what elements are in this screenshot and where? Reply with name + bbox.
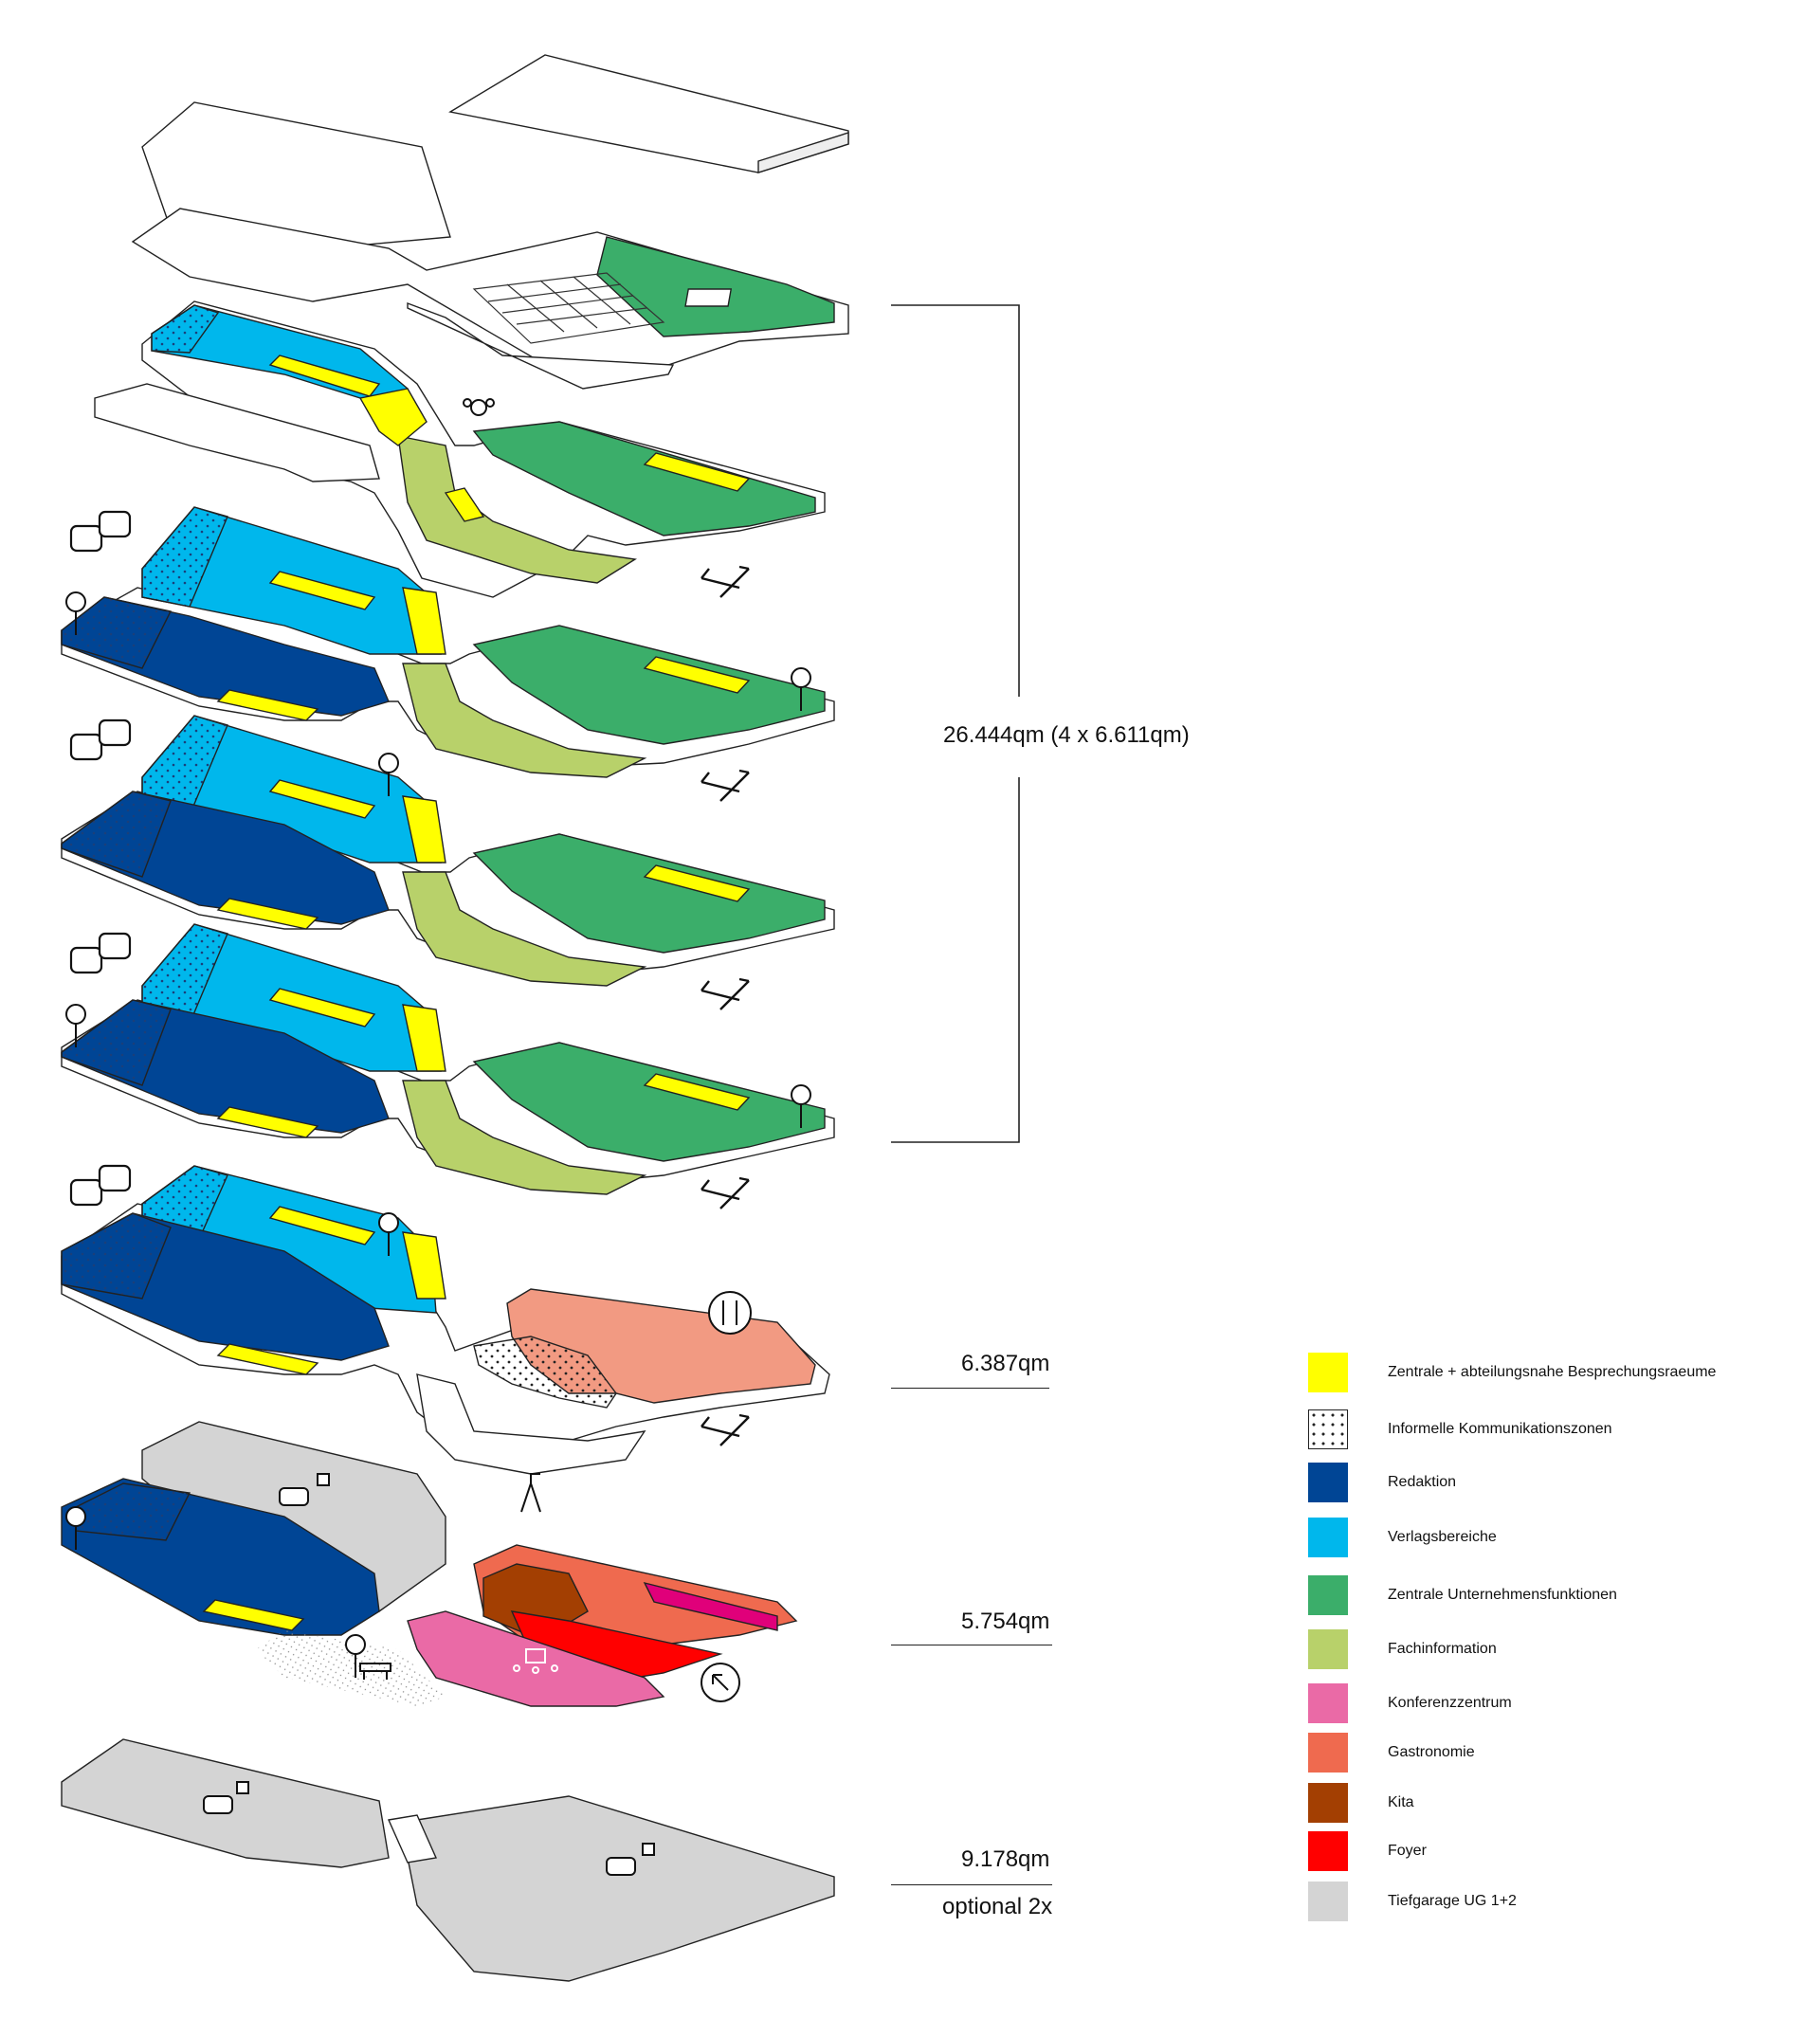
meeting-people-icon <box>463 398 495 416</box>
legend-item-foyer: Foyer <box>1308 1831 1801 1873</box>
legend-item-zentral: Zentrale Unternehmensfunktionen <box>1308 1575 1801 1617</box>
legend-label: Redaktion <box>1388 1474 1457 1490</box>
speech-bubbles-icon <box>69 510 132 1207</box>
legend-label: Konferenzzentrum <box>1388 1695 1512 1711</box>
legend-swatch <box>1308 1353 1348 1392</box>
legend-label: Informelle Kommunikationszonen <box>1388 1421 1612 1437</box>
legend-swatch <box>1308 1575 1348 1615</box>
car-parking-icon <box>203 1473 655 1876</box>
legend-swatch <box>1308 1463 1348 1502</box>
conference-icon <box>513 1648 558 1674</box>
floor-2 <box>61 715 835 987</box>
circulation-arrows-icon <box>701 565 750 1446</box>
bench-icon <box>359 1663 391 1680</box>
area-basement-1: 5.754qm <box>961 1609 1050 1634</box>
legend-swatch <box>1308 1882 1348 1921</box>
upper-floors-bracket <box>891 304 1020 1143</box>
legend-swatch <box>1308 1683 1348 1723</box>
legend-swatch <box>1308 1409 1348 1449</box>
legend-swatch <box>1308 1629 1348 1669</box>
roof-garden <box>596 236 835 337</box>
tree-icon <box>65 591 811 1678</box>
area-upper-floors: 26.444qm (4 x 6.611qm) <box>943 722 1190 748</box>
legend-item-informal: Informelle Kommunikationszonen <box>1308 1409 1801 1451</box>
legend-label: Tiefgarage UG 1+2 <box>1388 1893 1517 1909</box>
rule-ground <box>891 1388 1049 1389</box>
area-basement-2-note: optional 2x <box>942 1894 1053 1919</box>
ground-floor <box>61 1165 830 1475</box>
rule-ug2 <box>891 1884 1052 1885</box>
floor-4 <box>94 300 826 598</box>
legend-label: Foyer <box>1388 1843 1427 1859</box>
legend-swatch <box>1308 1518 1348 1557</box>
floor-3 <box>61 506 835 778</box>
legend-label: Kita <box>1388 1794 1414 1810</box>
area-basement-2: 9.178qm <box>961 1846 1050 1872</box>
basement-2 <box>61 1738 835 1982</box>
legend-label: Zentrale Unternehmensfunktionen <box>1388 1587 1617 1603</box>
legend-label: Verlagsbereiche <box>1388 1529 1497 1545</box>
roof-terrace <box>131 208 849 385</box>
basement-1 <box>61 1421 798 1707</box>
legend-swatch <box>1308 1783 1348 1823</box>
area-ground-floor: 6.387qm <box>961 1351 1050 1376</box>
legend-item-verlag: Verlagsbereiche <box>1308 1518 1801 1559</box>
legend-label: Gastronomie <box>1388 1744 1475 1760</box>
playground-icon <box>520 1473 541 1513</box>
legend-item-gastro: Gastronomie <box>1308 1733 1801 1774</box>
restaurant-icon <box>708 1291 752 1335</box>
legend-item-redaktion: Redaktion <box>1308 1463 1801 1504</box>
legend-swatch <box>1308 1831 1348 1871</box>
entrance-arrow-icon <box>701 1663 740 1702</box>
legend-label: Fachinformation <box>1388 1641 1497 1657</box>
legend-swatch <box>1308 1733 1348 1773</box>
legend-label: Zentrale + abteilungsnahe Besprechungsra… <box>1388 1364 1717 1380</box>
floor-1 <box>61 923 835 1195</box>
legend-item-fach: Fachinformation <box>1308 1629 1801 1671</box>
legend-item-meeting: Zentrale + abteilungsnahe Besprechungsra… <box>1308 1353 1801 1394</box>
roof-level <box>131 54 849 390</box>
legend-item-kita: Kita <box>1308 1783 1801 1825</box>
legend-item-garage: Tiefgarage UG 1+2 <box>1308 1882 1801 1923</box>
roof-grid <box>472 272 665 344</box>
legend-item-konferenz: Konferenzzentrum <box>1308 1683 1801 1725</box>
